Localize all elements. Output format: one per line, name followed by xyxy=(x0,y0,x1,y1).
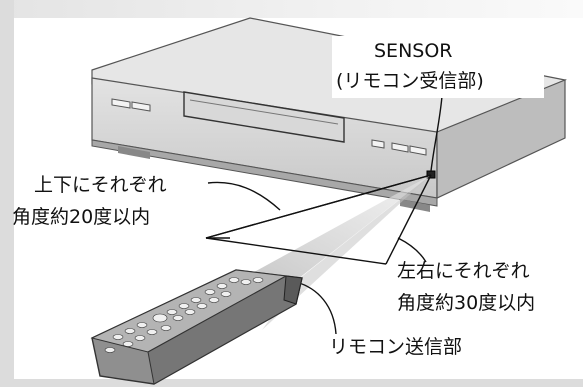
vcr-button-right-1 xyxy=(371,139,385,149)
remote-transmitter xyxy=(283,275,303,305)
sensor-leader-line xyxy=(430,95,443,172)
vertical-angle-label-line1: 上下にそれぞれ xyxy=(34,174,167,196)
sensor-sublabel: (リモコン受信部) xyxy=(336,70,484,92)
vcr-cassette-slot xyxy=(183,91,345,143)
remote-control xyxy=(90,269,303,385)
sensor-label: SENSOR xyxy=(374,40,453,62)
vcr-front-lip xyxy=(91,139,438,207)
angle-lines xyxy=(205,95,443,335)
remote-pointer-arc xyxy=(295,281,337,335)
vcr-button-left-2 xyxy=(131,101,151,112)
sensor-callout-box xyxy=(332,36,544,98)
horizontal-angle-label-line1: 左右にそれぞれ xyxy=(397,260,530,282)
vertical-angle-label-line2: 角度約20度以内 xyxy=(12,206,151,228)
horizontal-angle-label-line2: 角度約30度以内 xyxy=(397,292,536,314)
vcr-button-left-1 xyxy=(111,98,131,109)
remote-buttons xyxy=(104,277,264,353)
vertical-angle-arc xyxy=(207,181,281,211)
vcr-button-right-2 xyxy=(391,142,409,153)
background-bottom-band xyxy=(0,379,583,387)
vcr-button-right-3 xyxy=(409,145,427,156)
horizontal-angle-arc xyxy=(397,237,427,263)
remote-beam-edge xyxy=(262,175,431,330)
background-top-band xyxy=(0,0,583,18)
background-left-band xyxy=(0,0,14,387)
vcr-foot-left xyxy=(118,146,150,159)
remote-beam xyxy=(236,175,431,282)
vcr-device xyxy=(91,17,568,212)
vcr-slot-line xyxy=(189,99,339,125)
remote-transmitter-label: リモコン送信部 xyxy=(329,336,463,358)
